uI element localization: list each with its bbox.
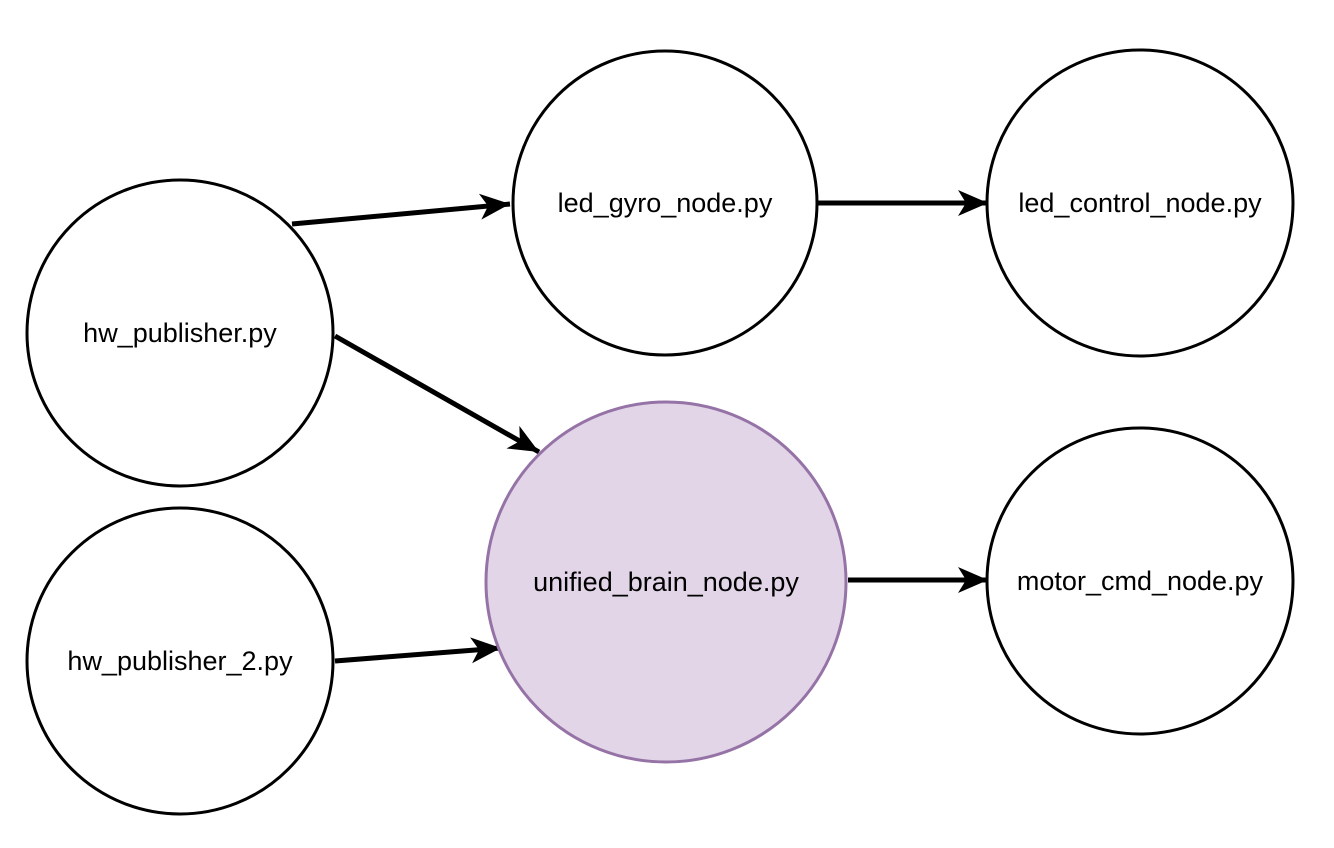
edge-hw-publisher-2-to-unified-brain-node: [334, 637, 502, 664]
node-label: led_control_node.py: [1018, 188, 1262, 218]
node-circle: [985, 426, 1295, 736]
node-label: hw_publisher.py: [83, 318, 277, 348]
edge-hw-publisher-to-led-gyro-node: [291, 193, 511, 227]
node-label: unified_brain_node.py: [533, 567, 799, 597]
node-led-gyro-node: led_gyro_node.py: [511, 49, 819, 357]
node-circle: [25, 178, 335, 488]
edges: [291, 190, 988, 664]
node-circle: [511, 49, 819, 357]
node-circle-highlighted: [484, 400, 848, 764]
edge-hw-publisher-to-unified-brain-node: [333, 333, 541, 455]
node-circle: [985, 48, 1295, 358]
node-motor-cmd-node: motor_cmd_node.py: [985, 426, 1295, 736]
node-hw-publisher-2: hw_publisher_2.py: [25, 506, 335, 816]
node-label: motor_cmd_node.py: [1017, 566, 1264, 596]
node-label: led_gyro_node.py: [558, 188, 773, 218]
node-hw-publisher: hw_publisher.py: [25, 178, 335, 488]
node-unified-brain-node: unified_brain_node.py: [484, 400, 848, 764]
node-led-control-node: led_control_node.py: [985, 48, 1295, 358]
node-circle: [25, 506, 335, 816]
node-label: hw_publisher_2.py: [67, 646, 293, 676]
